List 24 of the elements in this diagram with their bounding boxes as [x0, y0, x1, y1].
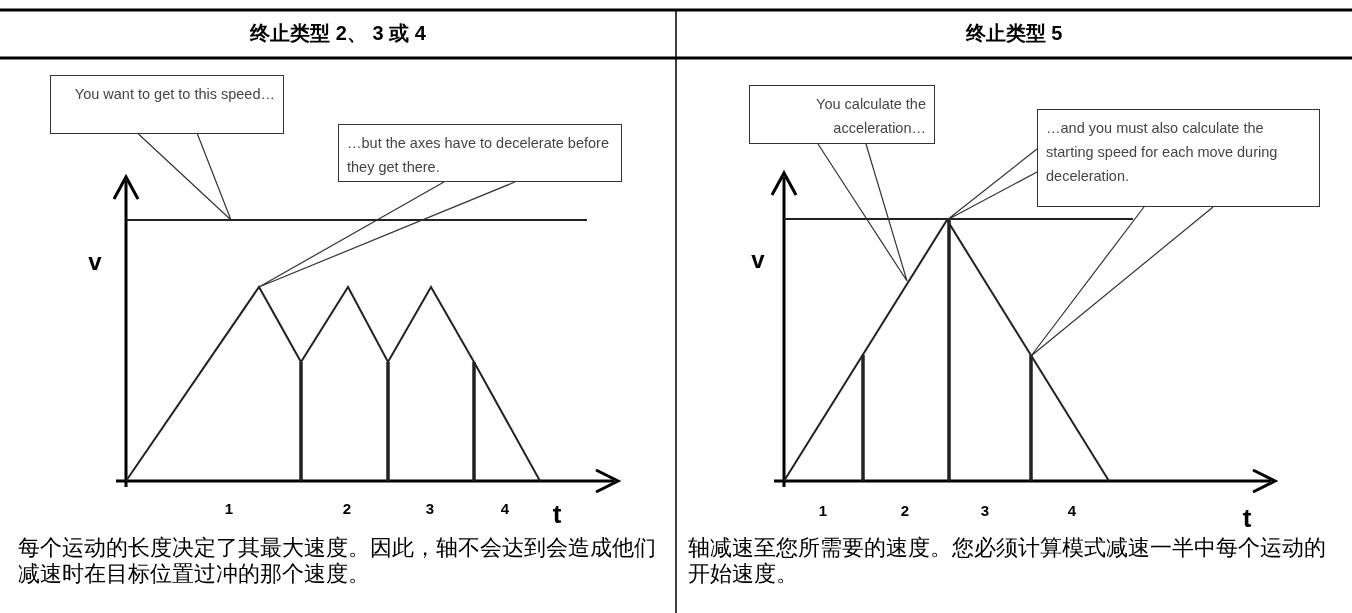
- segment-number: 4: [500, 499, 510, 517]
- segment-number: 4: [1067, 501, 1077, 519]
- segment-number: 3: [425, 499, 435, 517]
- callout-box: [50, 75, 284, 134]
- callout-text: You want to get to this speed…: [73, 85, 275, 104]
- segment-number: 3: [980, 501, 990, 519]
- axis-label: v: [751, 246, 765, 274]
- callout-text: …but the axes have to decelerate before they get there.: [347, 134, 610, 177]
- axis-label: t: [552, 498, 562, 530]
- axis-label: v: [88, 248, 102, 276]
- segment-number: 2: [900, 501, 910, 519]
- callout-box: [1037, 109, 1320, 207]
- segment-number: 1: [224, 499, 234, 517]
- segment-number: 1: [818, 501, 828, 519]
- column-header: 终止类型 2、 3 或 4: [250, 20, 426, 46]
- caption-text: 轴减速至您所需要的速度。您必须计算模式减速一半中每个运动的开始速度。: [688, 535, 1327, 587]
- callout-box: [749, 85, 935, 144]
- callout-text: You calculate the acceleration…: [815, 95, 926, 138]
- callout-text: …and you must also calculate the starting speed for each move during deceleration.: [1046, 119, 1279, 186]
- column-header: 终止类型 5: [965, 20, 1063, 46]
- axis-label: t: [1242, 502, 1252, 534]
- caption-text: 每个运动的长度决定了其最大速度。因此，轴不会达到会造成他们减速时在目标位置过冲的那个速度。: [18, 535, 657, 587]
- callout-box: [338, 124, 622, 182]
- segment-number: 2: [342, 499, 352, 517]
